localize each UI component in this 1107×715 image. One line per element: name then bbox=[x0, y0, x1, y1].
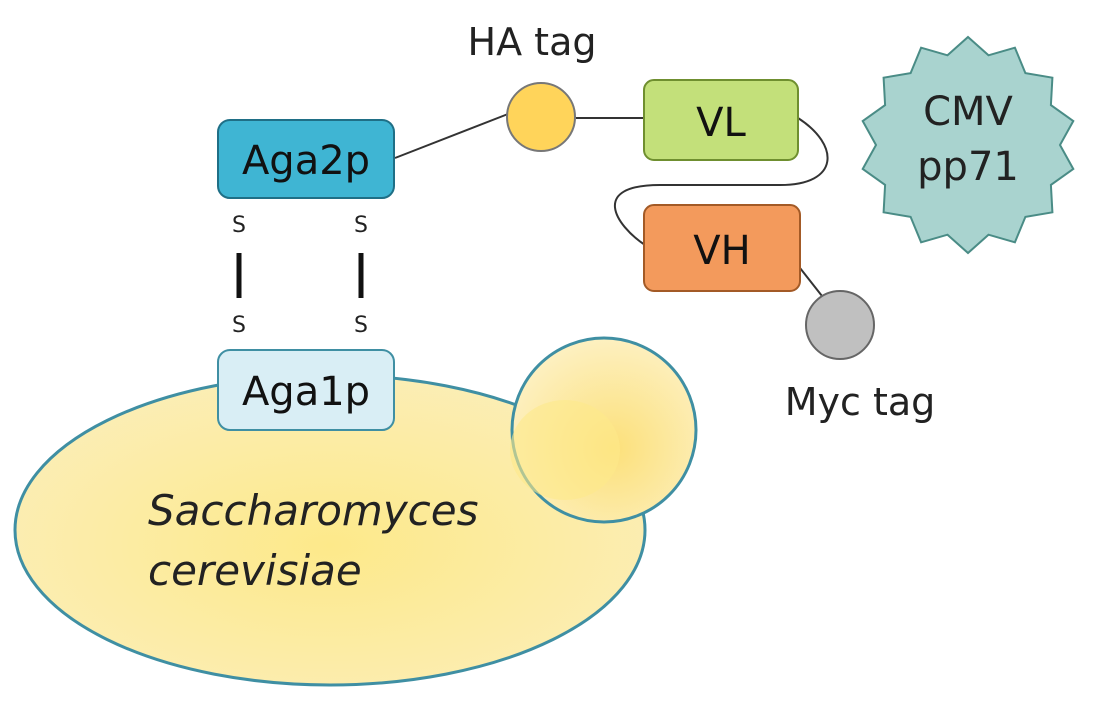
vl-label: VL bbox=[696, 100, 746, 146]
cmv-pp71-starburst bbox=[861, 35, 1075, 255]
ha-tag-circle bbox=[506, 82, 576, 152]
yeast-bud-junction bbox=[510, 400, 620, 500]
aga1p-label: Aga1p bbox=[242, 369, 370, 415]
organism-name-line2: cerevisiae bbox=[148, 546, 362, 595]
yeast-cell bbox=[13, 336, 698, 687]
ha-tag-label: HA tag bbox=[468, 20, 597, 64]
sulfur-label: S bbox=[232, 213, 246, 238]
cmv-label-line1: CMV bbox=[923, 89, 1013, 135]
cmv-label-line2: pp71 bbox=[917, 144, 1019, 190]
linker-aga2p-ha bbox=[394, 113, 509, 159]
organism-name-line1: Saccharomyces bbox=[148, 486, 478, 535]
linker-vl-vh bbox=[613, 117, 829, 246]
myc-tag-label: Myc tag bbox=[785, 380, 936, 424]
aga2p-label: Aga2p bbox=[242, 138, 370, 184]
aga2p-box: Aga2p bbox=[217, 119, 395, 199]
vh-box: VH bbox=[643, 204, 801, 292]
cmv-pp71-antigen: CMV pp71 bbox=[861, 35, 1075, 255]
vh-label: VH bbox=[693, 228, 750, 274]
sulfur-label: S bbox=[354, 213, 368, 238]
sulfur-label: S bbox=[232, 313, 246, 338]
vl-box: VL bbox=[643, 79, 799, 161]
disulfide-bond-right: S S bbox=[354, 213, 368, 338]
linker-vh-myc bbox=[799, 267, 823, 297]
sulfur-label: S bbox=[354, 313, 368, 338]
disulfide-bond-left: S S bbox=[232, 213, 246, 338]
aga1p-box: Aga1p bbox=[217, 349, 395, 431]
myc-tag-circle bbox=[805, 290, 875, 360]
